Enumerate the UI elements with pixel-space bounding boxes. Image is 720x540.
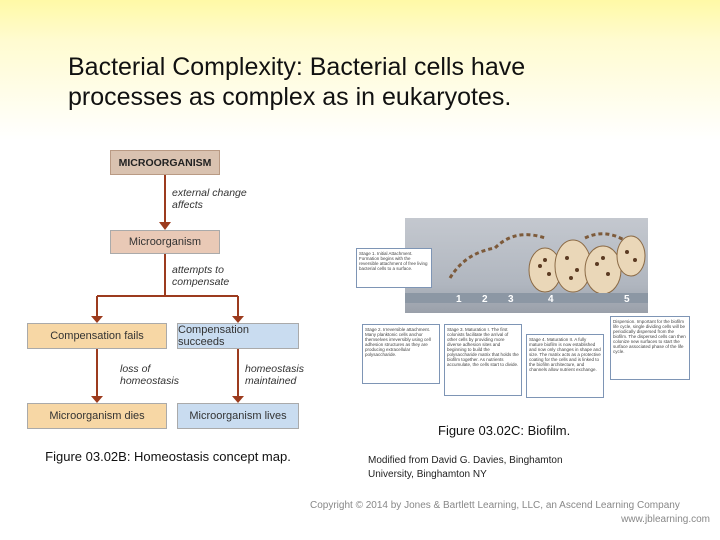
- biofilm-stage-1-text: Stage 1. Initial Attachment. Formation b…: [356, 248, 432, 288]
- stage-number-2: 2: [482, 294, 488, 305]
- compensation-succeeds-box: Compensation succeeds: [177, 323, 299, 349]
- stage-number-4: 4: [548, 294, 554, 305]
- microorganism-lives-box: Microorganism lives: [177, 403, 299, 429]
- biofilm-stage-5-text: Dispersion. Important for the biofilm li…: [610, 316, 690, 380]
- biofilm-stage-4-text: Stage 4. Maturation II. A fully mature b…: [526, 334, 604, 398]
- stage-number-5: 5: [624, 294, 630, 305]
- biofilm-surface: [405, 293, 648, 303]
- homeostasis-maintained-label: homeostasis maintained: [245, 363, 310, 387]
- stage-number-3: 3: [508, 294, 514, 305]
- figure-credit: Modified from David G. Davies, Binghamto…: [368, 454, 568, 482]
- website-url: www.jblearning.com: [598, 514, 710, 525]
- microorganism-mid-box: Microorganism: [110, 230, 220, 254]
- figure-b-caption: Figure 03.02B: Homeostasis concept map.: [28, 447, 308, 467]
- stage-number-1: 1: [456, 294, 462, 305]
- figure-c-caption: Figure 03.02C: Biofilm.: [438, 423, 608, 438]
- microorganism-dies-box: Microorganism dies: [27, 403, 167, 429]
- biofilm-cells-illustration: [405, 218, 648, 303]
- external-change-label: external change affects: [172, 187, 252, 211]
- microorganism-box: MICROORGANISM: [110, 150, 220, 175]
- copyright-notice: Copyright © 2014 by Jones & Bartlett Lea…: [310, 500, 710, 511]
- biofilm-stage-2-text: Stage 2. Irreversible attachment. Many p…: [362, 324, 440, 384]
- compensation-fails-box: Compensation fails: [27, 323, 167, 349]
- biofilm-stage-3-text: Stage 3. Maturation I. The first colonis…: [444, 324, 522, 396]
- loss-homeostasis-label: loss of homeostasis: [120, 363, 182, 387]
- attempts-compensate-label: attempts to compensate: [172, 264, 242, 288]
